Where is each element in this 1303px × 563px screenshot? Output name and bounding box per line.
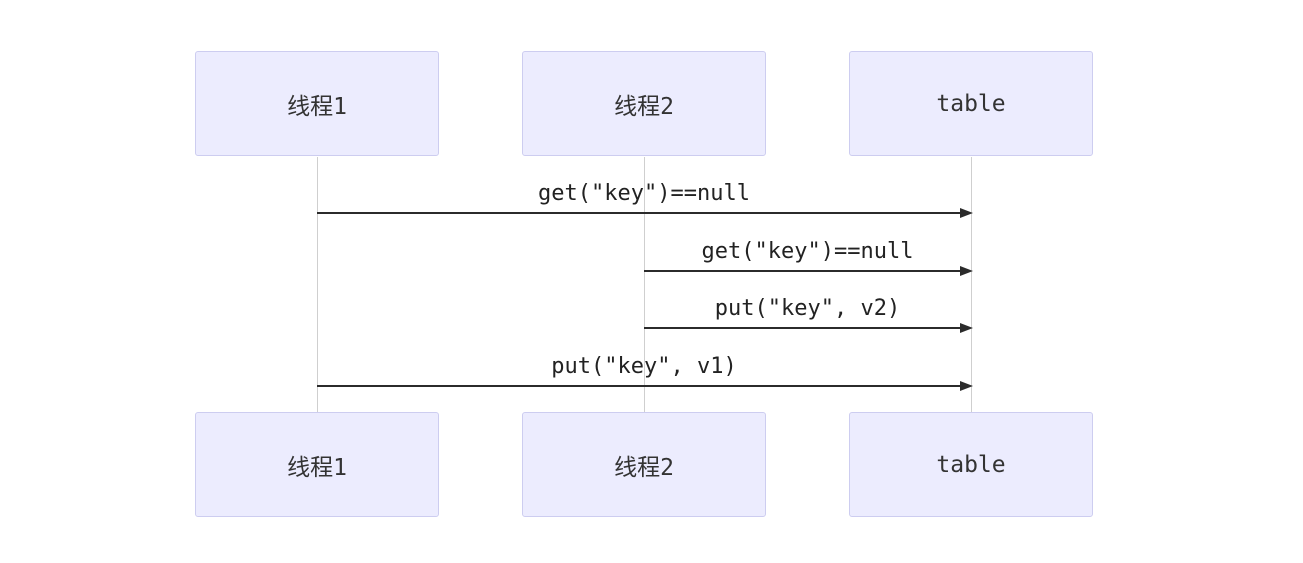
actor-label: 线程2 bbox=[614, 454, 674, 481]
actor-label: table bbox=[936, 90, 1006, 117]
actor-thread2-bottom: 线程2 bbox=[522, 412, 766, 517]
message-arrowhead bbox=[960, 208, 973, 218]
message-label: get("key")==null bbox=[701, 239, 914, 264]
actor-label: table bbox=[936, 451, 1006, 478]
actor-table-top: table bbox=[849, 51, 1093, 156]
actor-label: 线程1 bbox=[287, 454, 347, 481]
actor-label: 线程2 bbox=[614, 93, 674, 120]
message-label: put("key", v2) bbox=[714, 296, 901, 321]
message-arrow-line bbox=[317, 385, 963, 387]
lifeline-table bbox=[971, 157, 972, 412]
actor-table-bottom: table bbox=[849, 412, 1093, 517]
message-arrowhead bbox=[960, 266, 973, 276]
actor-thread1-top: 线程1 bbox=[195, 51, 439, 156]
message-arrowhead bbox=[960, 323, 973, 333]
message-arrowhead bbox=[960, 381, 973, 391]
actor-thread1-bottom: 线程1 bbox=[195, 412, 439, 517]
lifeline-thread1 bbox=[317, 157, 318, 412]
lifeline-thread2 bbox=[644, 157, 645, 412]
message-arrow-line bbox=[644, 270, 963, 272]
actor-label: 线程1 bbox=[287, 93, 347, 120]
message-arrow-line bbox=[317, 212, 963, 214]
message-label: put("key", v1) bbox=[551, 354, 737, 379]
message-label: get("key")==null bbox=[538, 181, 750, 206]
message-arrow-line bbox=[644, 327, 963, 329]
actor-thread2-top: 线程2 bbox=[522, 51, 766, 156]
